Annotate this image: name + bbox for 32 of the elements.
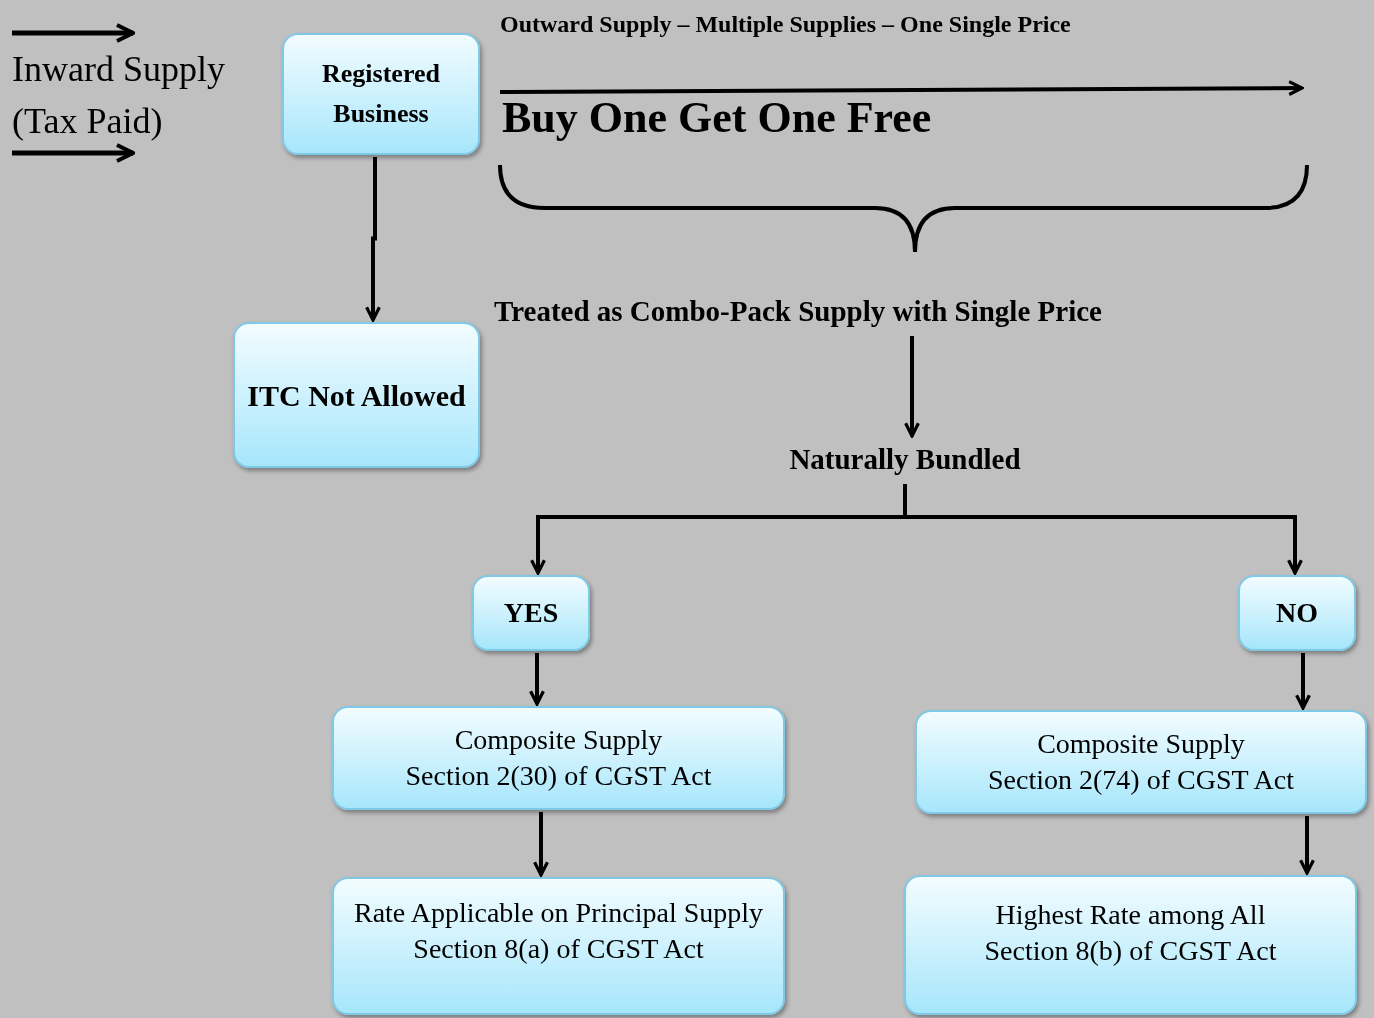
box-text: Section 2(30) of CGST Act (405, 759, 712, 793)
box-text: Rate Applicable on Principal Supply (353, 896, 764, 930)
box-text: Section 2(74) of CGST Act (988, 763, 1294, 797)
box-text: Registered Business (321, 58, 441, 130)
box-text: Composite Supply (454, 723, 663, 757)
process-box (904, 875, 1357, 1015)
arrow (1299, 816, 1315, 875)
box-text: NO (1276, 596, 1318, 630)
process-box (332, 706, 785, 810)
box-text: Composite Supply (1037, 727, 1245, 761)
process-box (915, 710, 1367, 814)
box-text: Section 8(a) of CGST Act (413, 932, 704, 966)
text-label: Treated as Combo-Pack Supply with Single Price (494, 294, 1103, 330)
box-text: ITC Not Allowed (247, 377, 466, 414)
process-box (332, 877, 785, 1015)
arrow (1295, 653, 1311, 710)
arrow (904, 336, 920, 438)
box-text: YES (503, 596, 559, 630)
process-box (1238, 575, 1356, 651)
arrow (529, 653, 545, 706)
arrow (533, 812, 549, 877)
text-label: Naturally Bundled (788, 442, 1022, 478)
text-label: Inward Supply (Tax Paid) (12, 48, 226, 143)
process-box (282, 33, 480, 155)
process-box (233, 322, 480, 468)
box-text: Highest Rate among All (995, 898, 1266, 932)
heading-label: Outward Supply – Multiple Supplies – One Single Price (500, 10, 1071, 39)
arrow (365, 157, 381, 322)
arrow (903, 484, 1303, 575)
process-box (472, 575, 590, 651)
box-text: Section 8(b) of CGST Act (984, 934, 1277, 968)
text-label: Buy One Get One Free (502, 92, 933, 144)
